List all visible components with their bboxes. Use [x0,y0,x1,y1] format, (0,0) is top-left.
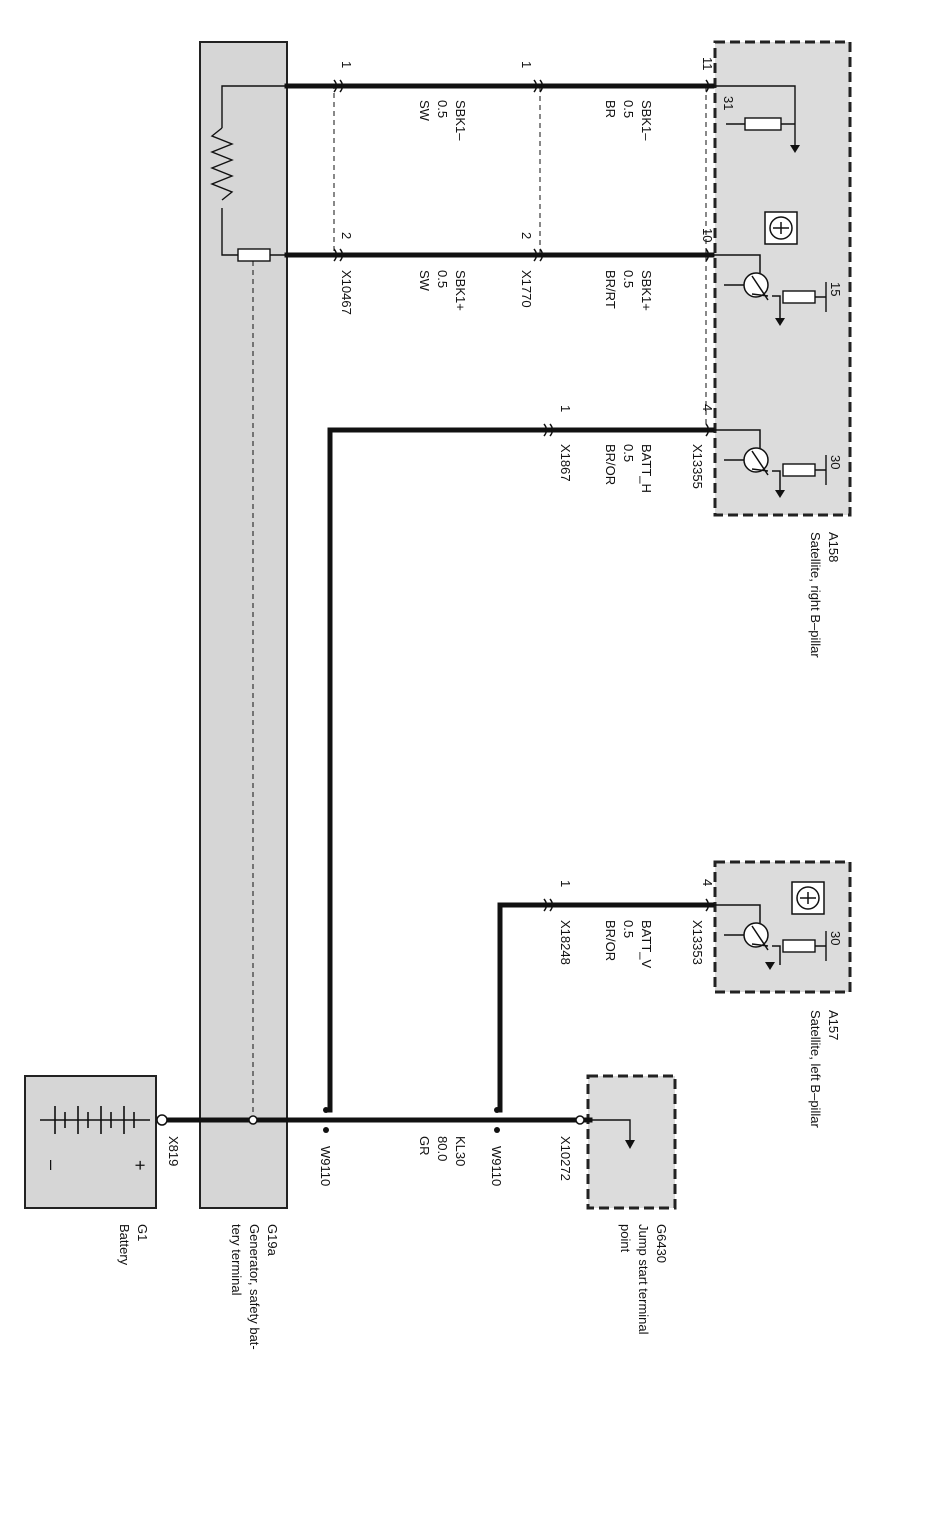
wire-sbk1-plus-sw-color: SW [417,270,432,292]
pin-a158-15: 15 [828,282,843,296]
a157-ground-arrow-icon [765,962,775,970]
battery-cells-icon [40,1106,150,1134]
g6430-name-line1: Jump start terminal [636,1224,651,1335]
conn-x13355: X13355 [690,444,705,489]
g19a-name-line1: Generator, safety bat- [247,1224,262,1350]
battery-plus-label: + [130,1160,150,1171]
a157-transistor-icon [712,904,781,965]
a158-ground-circuit [712,85,796,150]
a158-ground-arrow-15-icon [775,318,785,326]
satellite-left-b-pillar-box [713,860,852,994]
a158-resistor-15-icon [782,290,816,304]
a157-id: A157 [826,1010,841,1040]
wire-sbk1-plus-brrt-signal: SBK1+ [639,270,654,311]
pin-a158-31: 31 [721,96,736,110]
wire-sbk1-minus-br-size: 0.5 [621,100,636,118]
conn-x18248: X18248 [558,920,573,965]
wire-batt-v-signal: BATT_V [639,920,654,968]
pin-a158-30: 30 [828,455,843,469]
g6430-id: G6430 [654,1224,669,1263]
pin-x18248-1: 1 [558,880,573,887]
wire-sbk1-minus-br-signal: SBK1– [639,100,654,141]
a158-pin-15-lead [815,282,827,312]
pin-x1867-1: 1 [558,405,573,412]
conn-x1770: X1770 [519,270,534,308]
a158-resistor-31-icon [744,117,782,131]
a158-name: Satellite, right B–pillar [808,532,823,658]
conn-x13353: X13353 [690,920,705,965]
satellite-right-b-pillar-box [713,40,852,517]
pin-x1770-1: 1 [519,61,534,68]
a158-transistor-30-icon [712,429,781,490]
wire-sbk1-minus-sw-size: 0.5 [435,100,450,118]
wire-batt-v [497,902,715,1113]
generator-terminal-point [248,1115,258,1125]
a158-resistor-30-icon [782,463,816,477]
conn-w9110-a: W9110 [318,1146,333,1186]
g1-name: Battery [117,1224,132,1266]
g19a-id: G19a [265,1224,280,1257]
jump-start-ground-arrow-icon [625,1140,635,1149]
wire-batt-h-signal: BATT_H [639,444,654,493]
conn-w9110-b: W9110 [489,1146,504,1186]
g19a-name-line2: tery terminal [229,1224,244,1296]
wire-batt-v-color: BR/OR [603,920,618,961]
generator-safety-terminal-box [199,41,288,1209]
pin-a158-4: 4 [700,404,715,411]
twisted-pair-shield [333,85,541,256]
wire-batt-h [327,427,715,1113]
wire-sbk1-minus-sw-color: SW [417,100,432,122]
a157-pin-30-lead [815,931,827,961]
pin-a157-4: 4 [700,879,715,886]
wire-sbk1-plus-sw-size: 0.5 [435,270,450,288]
conn-x819: X819 [166,1136,181,1166]
a158-pin-30-lead [815,455,827,485]
pin-x1770-2: 2 [519,232,534,239]
wire-sbk1-plus-brrt-color: BR/RT [603,270,618,309]
wire-sbk1-minus-br-color: BR [603,100,618,118]
jump-start-ground-lead [590,1119,631,1140]
pin-a158-10: 10 [700,228,715,242]
wire-kl30-size: 80.0 [435,1136,450,1161]
wire-kl30-color: GR [417,1136,432,1156]
a157-sensor-icon [791,881,825,915]
resistor-zigzag-icon [210,127,234,201]
generator-internal-wire [221,85,287,256]
wire-batt-v-size: 0.5 [621,920,636,938]
a157-name: Satellite, left B–pillar [808,1010,823,1128]
a158-id: A158 [826,532,841,562]
a158-transistor-15-icon [712,254,781,320]
w9110-splice-marks [323,1107,500,1133]
wire-sbk1-plus-sw-signal: SBK1+ [453,270,468,311]
conn-x10467: X10467 [339,270,354,315]
wire-batt-h-size: 0.5 [621,444,636,462]
a157-resistor-icon [782,939,816,953]
a158-ground-arrow-icon [790,145,800,153]
pin-a157-30: 30 [828,931,843,945]
x819-terminal [156,1114,168,1126]
wire-batt-h-color: BR/OR [603,444,618,485]
g1-id: G1 [135,1224,150,1241]
g6430-name-line2: point [618,1224,633,1253]
wire-sbk1-minus-sw-signal: SBK1– [453,100,468,141]
connector-marks [333,79,710,912]
x10272-terminal [575,1115,585,1125]
conn-x1867: X1867 [558,444,573,482]
pin-x10467-1: 1 [339,61,354,68]
wire-sbk1-plus-brrt-size: 0.5 [621,270,636,288]
pin-a158-11: 11 [700,57,715,71]
pin-x10467-2: 2 [339,232,354,239]
a158-ground-arrow-30-icon [775,490,785,498]
conn-x10272: X10272 [558,1136,573,1181]
battery-box [24,1075,157,1209]
fuse-icon [237,248,271,262]
wire-kl30-signal: KL30 [453,1136,468,1166]
sensor-symbol-icon [764,211,798,245]
battery-minus-label: – [42,1160,62,1170]
